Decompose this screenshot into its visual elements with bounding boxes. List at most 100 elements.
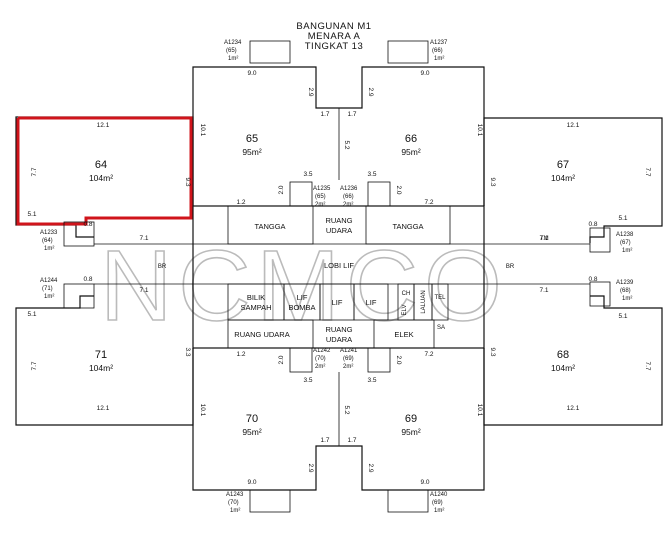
elek-room [373, 319, 435, 349]
svg-text:5.2: 5.2 [343, 405, 350, 414]
unit-71-number: 71 [95, 349, 107, 361]
svg-text:0.8: 0.8 [83, 276, 92, 283]
watermark-tm: TM [540, 236, 549, 242]
svg-text:5.1: 5.1 [618, 313, 627, 320]
unit-64-number: 64 [95, 159, 107, 171]
unit-66-area: 95m² [401, 147, 421, 157]
svg-text:0.8: 0.8 [588, 221, 597, 228]
svg-text:1m²: 1m² [434, 508, 444, 514]
svg-text:1m²: 1m² [44, 246, 54, 252]
svg-text:2.0: 2.0 [278, 355, 285, 364]
unit-69-number: 69 [405, 413, 417, 425]
bomba-label: BOMBA [288, 303, 315, 312]
dimension-labels: 12.1 7.7 9.3 5.1 7.1 9.0 9.0 2.9 2.9 1.7… [27, 70, 651, 486]
header-tower: MENARA A [308, 31, 361, 42]
svg-text:7.7: 7.7 [31, 361, 38, 370]
svg-text:7.1: 7.1 [539, 287, 548, 294]
bay-boxes [63, 40, 611, 513]
svg-text:(68): (68) [620, 288, 631, 294]
unit-64-highlight [16, 116, 193, 226]
unit-71-area: 104m² [89, 363, 113, 373]
svg-text:7.7: 7.7 [31, 167, 38, 176]
unit-68-area: 104m² [551, 363, 575, 373]
unit-66-number: 66 [405, 133, 417, 145]
unit-64-outline [15, 116, 194, 238]
tangga-left-label: TANGGA [254, 222, 285, 231]
svg-text:12.1: 12.1 [97, 405, 110, 412]
svg-text:7.1: 7.1 [539, 235, 548, 242]
svg-text:0.8: 0.8 [588, 276, 597, 283]
svg-text:9.0: 9.0 [247, 70, 256, 77]
svg-text:9.3: 9.3 [489, 347, 496, 356]
svg-text:1m²: 1m² [230, 508, 240, 514]
tangga-right-label: TANGGA [392, 222, 423, 231]
svg-text:A1233: A1233 [40, 230, 58, 236]
svg-text:9.0: 9.0 [247, 479, 256, 486]
svg-text:10.1: 10.1 [476, 404, 483, 417]
svg-text:A1244: A1244 [40, 278, 58, 284]
unit-69-area: 95m² [401, 427, 421, 437]
svg-text:(71): (71) [42, 286, 53, 292]
unit-68-outline [483, 295, 663, 426]
svg-text:7.7: 7.7 [644, 167, 651, 176]
lif-room-2 [353, 283, 389, 321]
svg-text:1m²: 1m² [434, 56, 444, 62]
unit-65-66-outline [192, 66, 485, 206]
svg-text:1m²: 1m² [44, 294, 54, 300]
svg-text:A1243: A1243 [226, 492, 244, 498]
svg-text:(65): (65) [315, 194, 326, 200]
svg-text:2.9: 2.9 [307, 463, 314, 472]
ruang-upper-label: RUANG [325, 216, 352, 225]
svg-text:A1240: A1240 [430, 492, 448, 498]
svg-text:(65): (65) [226, 48, 237, 54]
svg-text:2m²: 2m² [315, 364, 325, 370]
svg-text:2.0: 2.0 [395, 185, 402, 194]
unit-65-area: 95m² [242, 147, 262, 157]
svg-text:3.5: 3.5 [367, 377, 376, 384]
lif-label-1: LIF [332, 298, 343, 307]
watermark-text: NCMCO [100, 230, 508, 342]
bay-tags: A1234 (65) 1m² A1237 (66) 1m² A1233 (64)… [40, 40, 634, 514]
svg-text:5.2: 5.2 [343, 140, 350, 149]
svg-text:1m²: 1m² [622, 248, 632, 254]
svg-text:10.1: 10.1 [199, 124, 206, 137]
svg-text:(70): (70) [228, 500, 239, 506]
ruang-lower-label: RUANG [325, 325, 352, 334]
svg-text:1m²: 1m² [228, 56, 238, 62]
ruang-udara-left-label: RUANG UDARA [234, 330, 289, 339]
bilik-label: BILIK [247, 293, 265, 302]
svg-text:A1242: A1242 [313, 348, 331, 354]
svg-text:3.5: 3.5 [367, 171, 376, 178]
br-right-label: BR [506, 264, 515, 270]
br-left-label: BR [158, 264, 167, 270]
udara-lower-label: UDARA [326, 335, 352, 344]
svg-text:A1239: A1239 [616, 280, 634, 286]
svg-text:7.7: 7.7 [644, 361, 651, 370]
svg-text:10.1: 10.1 [199, 404, 206, 417]
svg-text:(66): (66) [343, 194, 354, 200]
svg-text:5.1: 5.1 [27, 311, 36, 318]
unit-68-number: 68 [557, 349, 569, 361]
svg-text:2.9: 2.9 [367, 463, 374, 472]
unit-67-number: 67 [557, 159, 569, 171]
svg-text:7.2: 7.2 [424, 351, 433, 358]
unit-64-area: 104m² [89, 173, 113, 183]
svg-text:1.7: 1.7 [320, 437, 329, 444]
unit-71-outline [15, 295, 194, 426]
unit-70-number: 70 [246, 413, 258, 425]
svg-text:(67): (67) [620, 240, 631, 246]
svg-text:1.7: 1.7 [347, 111, 356, 118]
ch-label: CH [402, 291, 411, 297]
svg-text:(70): (70) [315, 356, 326, 362]
ruang-udara-room-left [227, 319, 314, 349]
laluan-label: LALUAN [421, 290, 427, 313]
udara-upper-label: UDARA [326, 226, 352, 235]
header-building: BANGUNAN M1 [296, 21, 371, 32]
svg-text:5.1: 5.1 [27, 211, 36, 218]
svg-text:12.1: 12.1 [97, 122, 110, 129]
svg-text:2m²: 2m² [343, 364, 353, 370]
tel-room [431, 283, 449, 321]
svg-text:3.5: 3.5 [303, 377, 312, 384]
